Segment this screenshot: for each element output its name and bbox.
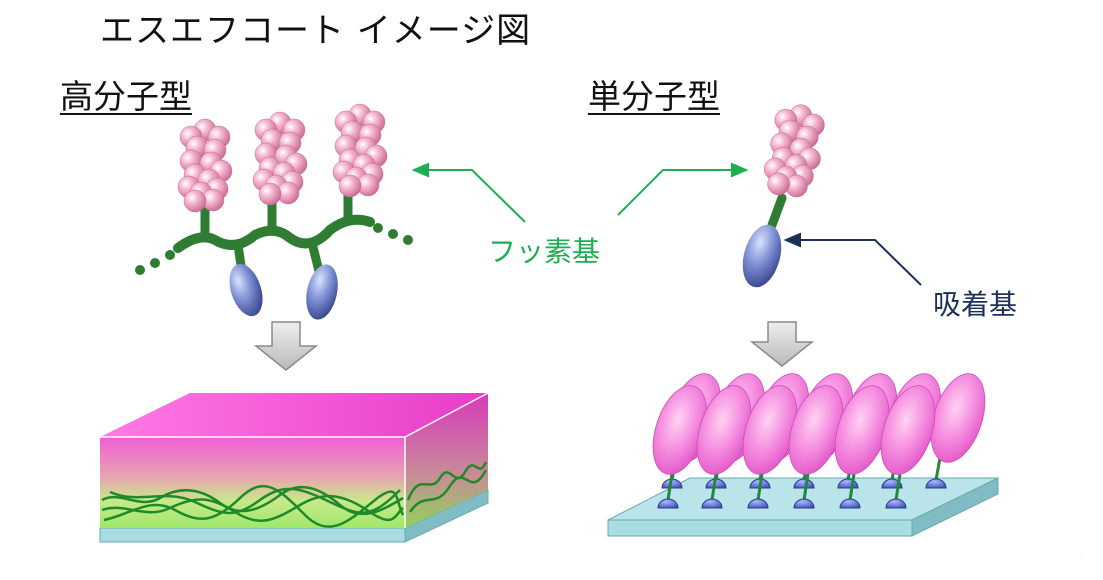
polymer-type-label: 高分子型: [60, 77, 192, 116]
adsorption-group-label: 吸着基: [933, 288, 1018, 321]
fluoro-cluster: [252, 111, 308, 206]
fluoro-callout-arrows: [411, 162, 749, 223]
svg-text:·: ·: [1080, 553, 1083, 562]
film-chains: [101, 461, 488, 528]
fluoro-group-oval: [880, 385, 936, 475]
fluoro-sphere: [767, 172, 790, 196]
adsorb-group: [925, 478, 947, 489]
monomer-molecule: [742, 104, 825, 288]
chain-dots-left: [135, 250, 175, 275]
down-arrow-icon: [253, 321, 319, 371]
fluoro-group-label: フッ素基: [488, 235, 601, 268]
adsorb-group: [229, 263, 263, 317]
adsorb-group: [747, 498, 769, 509]
polymer-molecule: [135, 103, 413, 320]
adsorb-group: [793, 478, 815, 489]
adsorb-group: [701, 498, 723, 509]
adsorb-group: [742, 224, 782, 288]
polymer-film-block: [99, 392, 489, 543]
monomer-type-label: 単分子型: [588, 77, 720, 116]
adsorb-group: [657, 498, 679, 509]
fluoro-cluster: [332, 103, 388, 198]
fluoro-cluster: [763, 104, 825, 198]
fluoro-cluster: [177, 118, 233, 213]
adsorb-group: [885, 498, 907, 509]
monolayer-block: [607, 373, 999, 537]
down-arrow-icon: [749, 321, 815, 367]
fluoro-sphere: [338, 174, 362, 198]
film-top: [100, 393, 488, 437]
adsorb-group: [306, 264, 338, 320]
adsorb-group: [839, 498, 861, 509]
adsorb-group: [793, 498, 815, 509]
adsorb-callout-arrow: [783, 232, 922, 286]
fluoro-sphere: [183, 189, 207, 213]
chain-dots-right: [373, 223, 413, 245]
fluoro-sphere: [258, 182, 282, 206]
page-title: エスエフコート イメージ図: [100, 11, 532, 51]
